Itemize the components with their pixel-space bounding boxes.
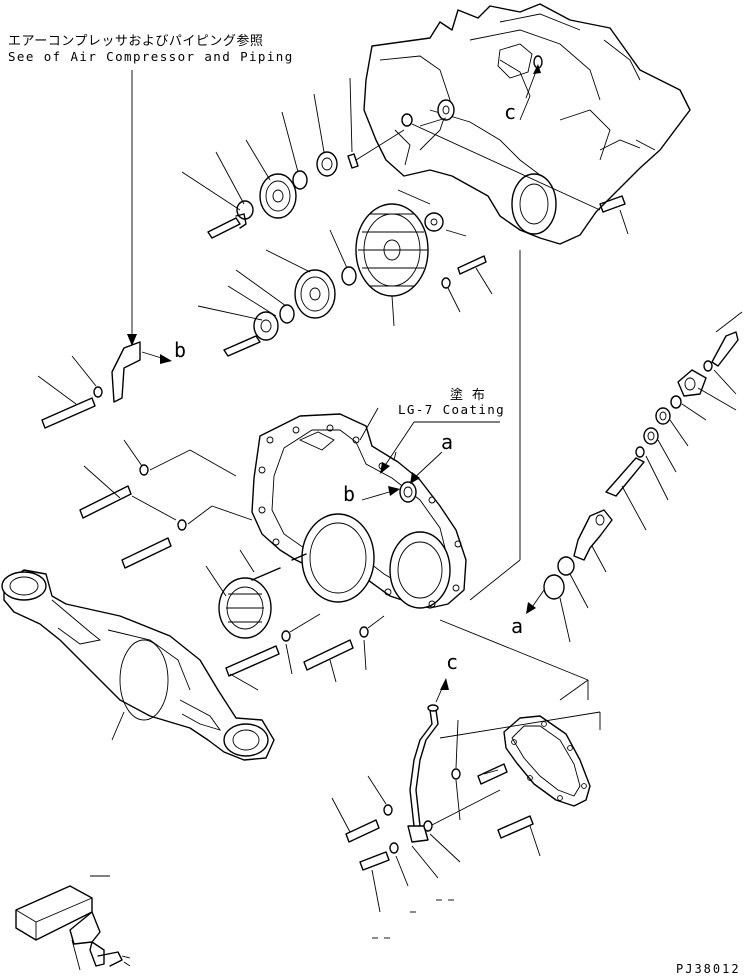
coating-en-note: LG-7 Coating bbox=[398, 402, 506, 417]
oil-tube bbox=[407, 678, 449, 843]
callout-b-left: b bbox=[174, 338, 187, 362]
cover-callout-arrows bbox=[361, 451, 443, 501]
callout-c-lower: c bbox=[446, 650, 459, 674]
lower-idler-assembly bbox=[223, 266, 357, 357]
leader-lines-upper bbox=[181, 77, 629, 601]
compressor-ref-jp-note: エアーコンプレッサおよびパイピング参照 bbox=[8, 34, 264, 49]
callout-b-center: b bbox=[343, 482, 356, 506]
misc-dashes bbox=[372, 899, 454, 939]
compressor-ref-en-note: See of Air Compressor and Piping bbox=[8, 49, 294, 64]
front-oil-seal bbox=[218, 513, 375, 639]
large-timing-gear bbox=[355, 203, 429, 297]
tool-shaft bbox=[15, 875, 131, 971]
compressor-ref-arrow bbox=[127, 70, 137, 346]
engine-block bbox=[363, 3, 691, 245]
coating-jp-note: 塗 布 bbox=[450, 388, 486, 403]
dowel-pins bbox=[251, 553, 307, 581]
cover-bolts bbox=[79, 439, 385, 691]
lower-bolts bbox=[331, 719, 541, 913]
callout-c-top: c bbox=[504, 100, 517, 124]
cover-plate bbox=[429, 619, 601, 827]
drawing-code: PJ38012 bbox=[676, 962, 741, 976]
callout-a-upper: a bbox=[441, 430, 454, 454]
upper-idler-assembly bbox=[207, 99, 455, 239]
callout-a-lower: a bbox=[511, 614, 524, 638]
oil-filler-stack bbox=[526, 311, 743, 643]
compressor-bracket bbox=[37, 341, 172, 429]
thrust-washer-bolt bbox=[397, 189, 626, 289]
front-support bbox=[1, 569, 275, 761]
coating-leader bbox=[359, 407, 500, 474]
top-fitting-c bbox=[525, 55, 543, 99]
